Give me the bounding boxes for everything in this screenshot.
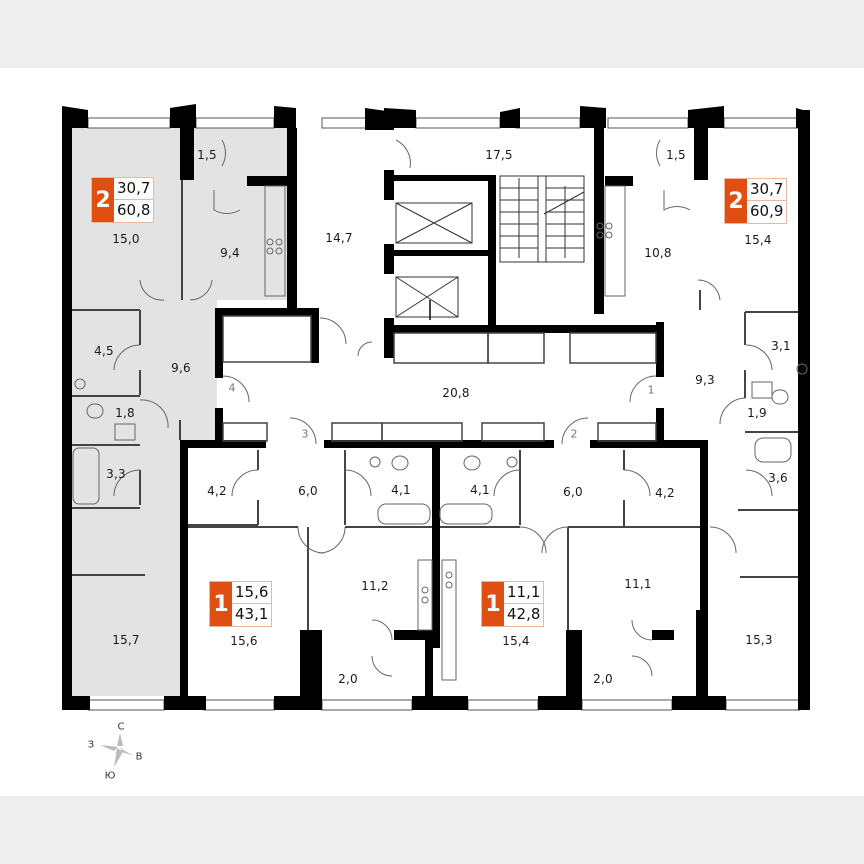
room-area-label: 15,6 [230,634,258,648]
rooms-count: 1 [482,582,504,626]
room-area-label: 4,1 [470,483,490,497]
total-area: 60,9 [750,202,784,220]
room-area-label: 1,9 [747,406,767,420]
storage-lockers [222,315,657,442]
room-area-label: 3,6 [768,471,788,485]
room-area-label: 3,1 [771,339,791,353]
apartment-badge-south-left[interactable]: 1 15,6 43,1 [209,581,273,627]
room-area-label: 9,6 [171,361,191,375]
room-area-label: 4,1 [391,483,411,497]
apartment-badge-east[interactable]: 2 30,7 60,9 [724,178,788,224]
apartment-badge-south-right[interactable]: 1 11,1 42,8 [481,581,545,627]
room-area-label: 2,0 [593,672,613,686]
compass-rose [100,733,134,767]
room-area-label: 20,8 [442,386,470,400]
apartment-badge-west[interactable]: 2 30,7 60,8 [91,177,155,223]
room-area-label: 6,0 [298,484,318,498]
apartment-door-number: 3 [301,427,309,441]
staircase [499,175,585,263]
compass-north: С [117,721,125,733]
living-area: 11,1 [504,582,544,604]
total-area: 42,8 [507,605,541,623]
room-area-label: 4,2 [655,486,675,500]
room-area-label: 4,5 [94,344,114,358]
room-area-label: 6,0 [563,485,583,499]
room-area-label: 15,0 [112,232,140,246]
door-swings [113,139,773,677]
room-area-label: 1,5 [666,148,686,162]
living-area: 30,7 [114,178,154,200]
room-area-label: 1,8 [115,406,135,420]
fixtures [72,185,808,681]
apartment-door-number: 4 [228,381,236,395]
room-area-label: 9,4 [220,246,240,260]
living-area: 30,7 [747,179,787,201]
room-area-label: 3,3 [106,467,126,481]
rooms-count: 1 [210,582,232,626]
room-area-label: 15,4 [502,634,530,648]
compass-south: Ю [104,770,116,782]
apartment-door-number: 2 [570,427,578,441]
partitions [72,180,798,630]
living-area: 15,6 [232,582,272,604]
room-area-label: 14,7 [325,231,353,245]
room-area-label: 15,7 [112,633,140,647]
rooms-count: 2 [725,179,747,223]
total-area: 43,1 [235,605,269,623]
elevator-shafts [395,202,473,318]
room-area-label: 11,1 [624,577,652,591]
compass-east: В [135,751,143,763]
room-area-label: 15,4 [744,233,772,247]
room-area-label: 1,5 [197,148,217,162]
apartment-door-number: 1 [647,383,655,397]
room-area-label: 17,5 [485,148,513,162]
walls [62,104,810,710]
room-area-label: 15,3 [745,633,773,647]
compass-west: З [87,739,95,751]
room-area-label: 10,8 [644,246,672,260]
room-area-label: 2,0 [338,672,358,686]
room-area-label: 9,3 [695,373,715,387]
rooms-count: 2 [92,178,114,222]
total-area: 60,8 [117,201,151,219]
room-area-label: 11,2 [361,579,389,593]
room-area-label: 4,2 [207,484,227,498]
